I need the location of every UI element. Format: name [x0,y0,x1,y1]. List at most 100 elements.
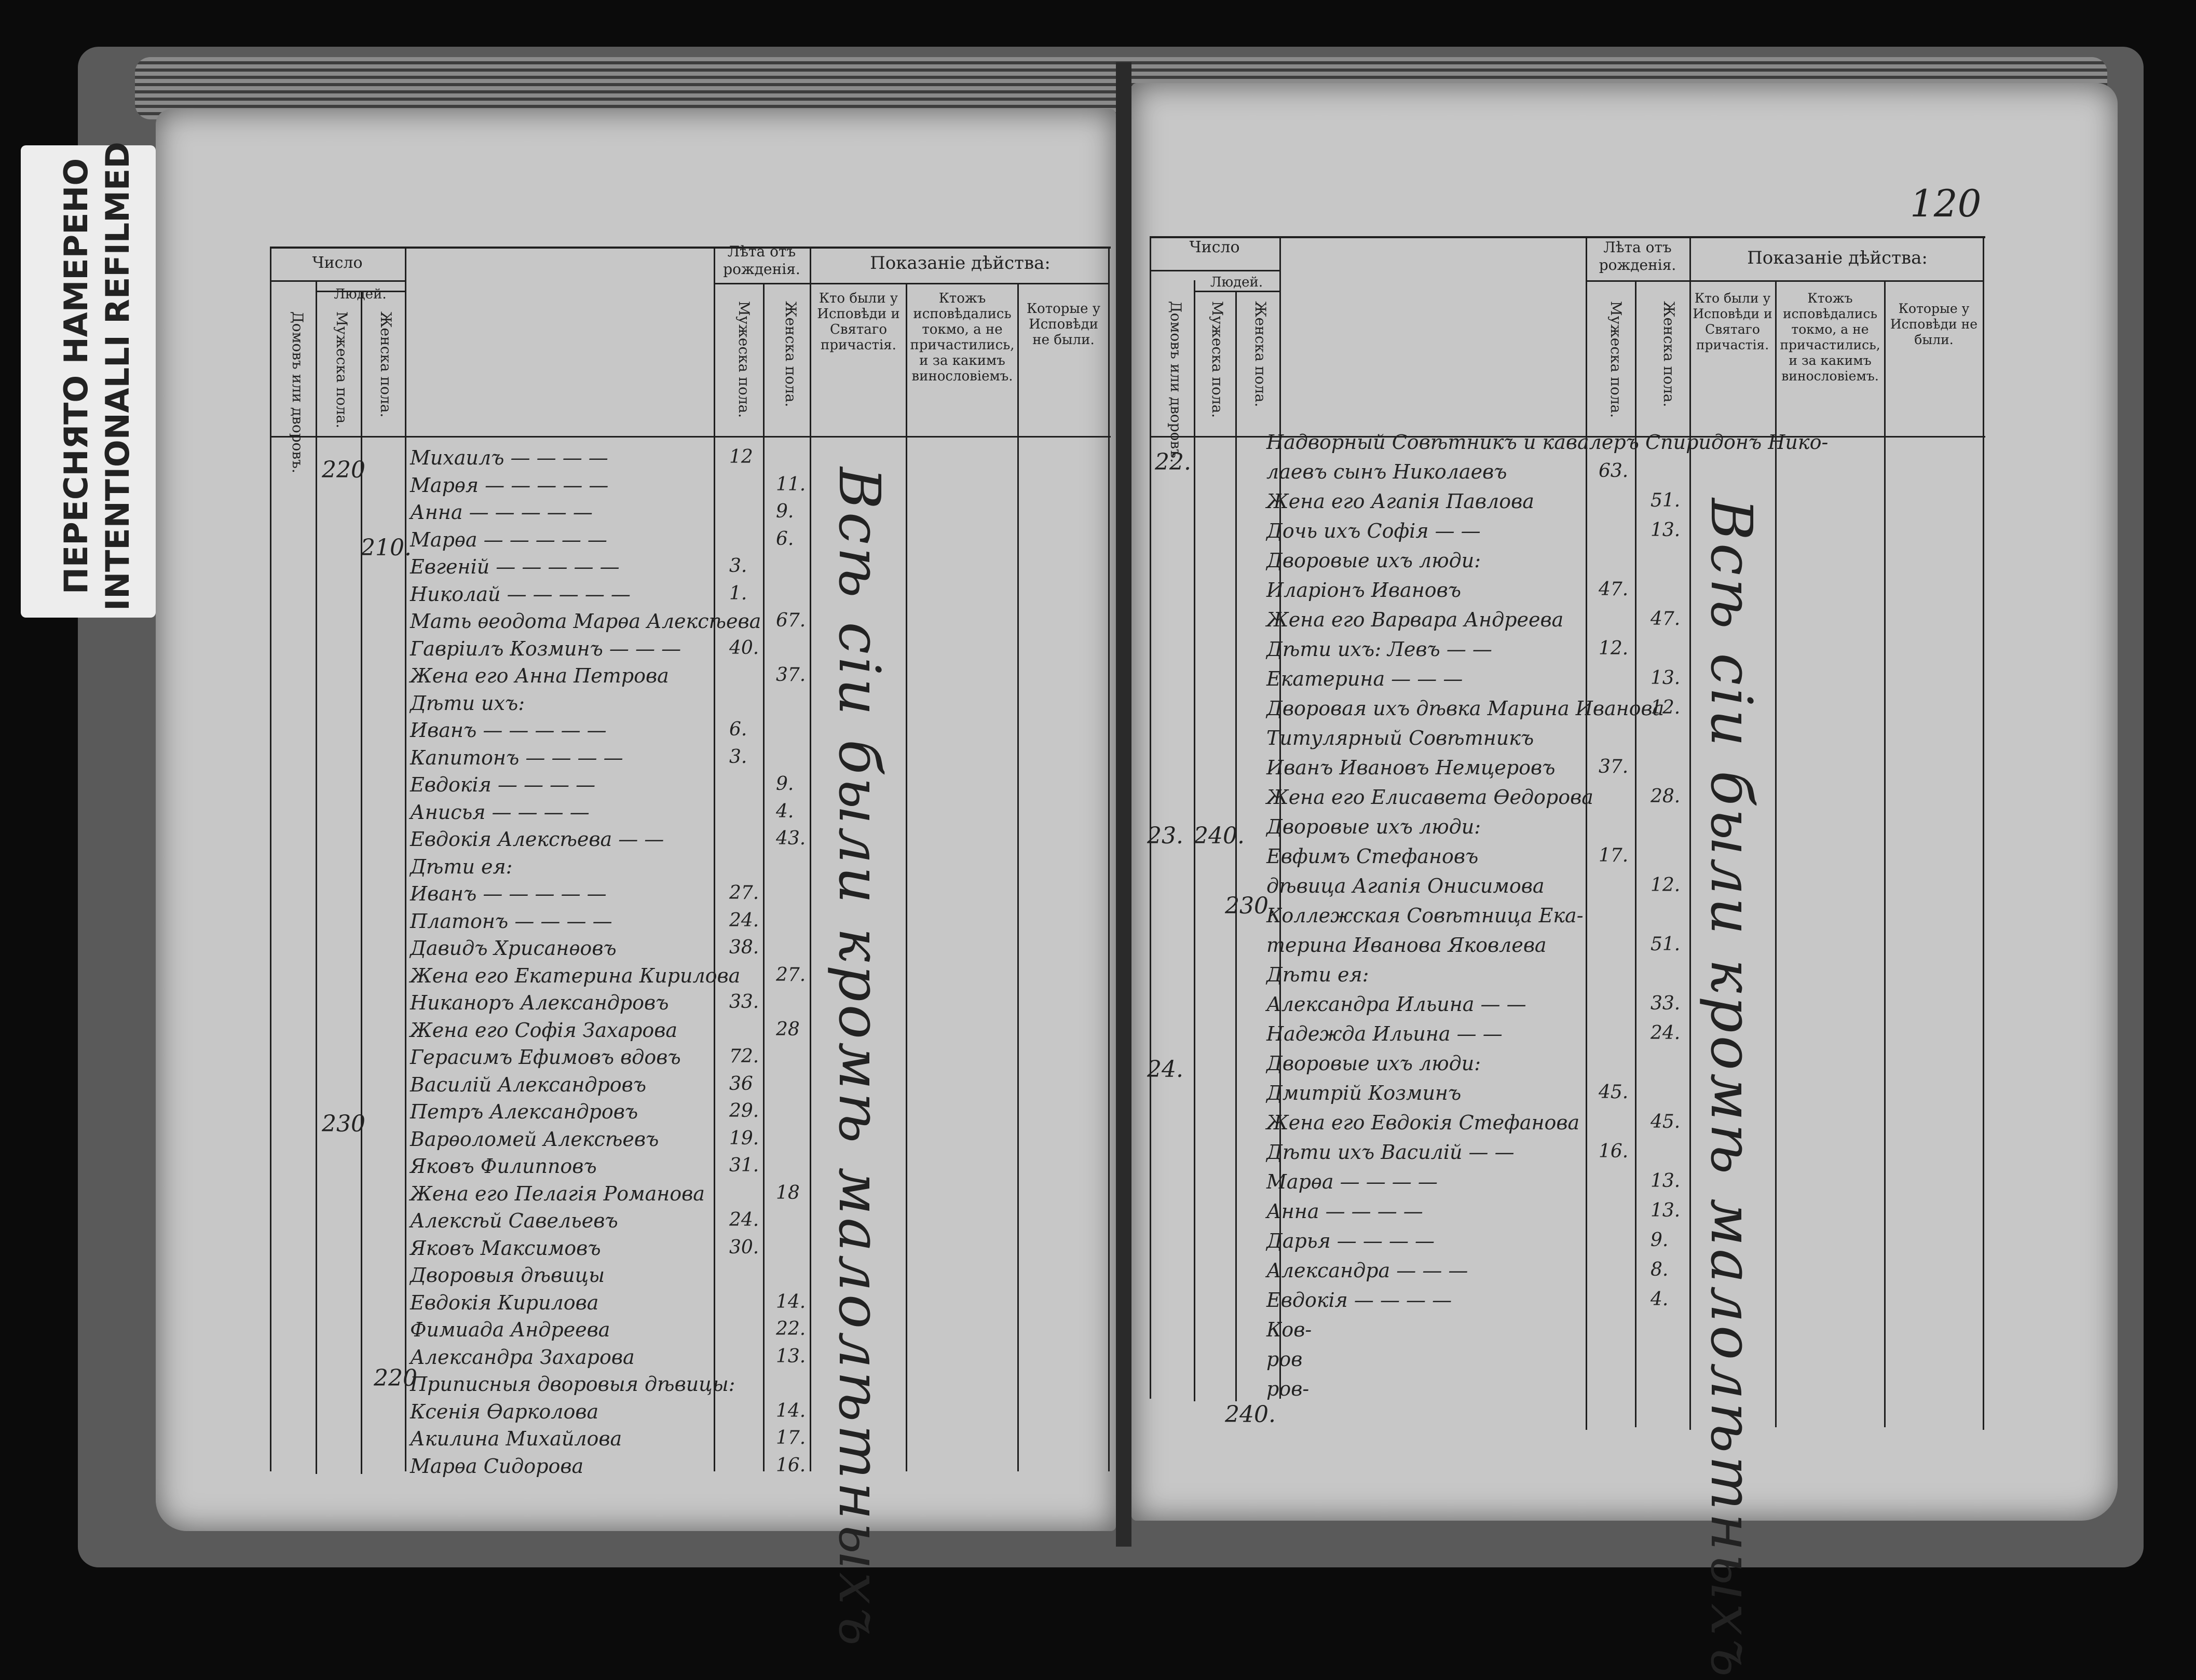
entry-name: Жена его Агапія Павлова [1266,490,1534,513]
entry-name: Надворный Совѣтникъ и кавалеръ Спиридонъ… [1266,431,1829,454]
entry-age-female: 51. [1651,934,1681,955]
entry-name: Анна — — — — — [410,501,593,524]
entry-name: Жена его Софія Захарова [410,1018,678,1042]
entry-name: Евфимъ Стефановъ [1266,845,1479,868]
header-chislo: Число [1189,238,1240,256]
entry-age-female: 13. [776,1345,806,1367]
entry-age-female: 37. [776,664,806,686]
entry-age-male: 63. [1599,460,1629,482]
frame-line [1150,236,1151,1399]
entry-name: Герасимъ Ефимовъ вдовъ [410,1046,681,1069]
frame-line [714,283,810,284]
entry-age-male: 1. [729,582,747,604]
entry-age-male: 31. [729,1155,759,1176]
entry-name: Дворовыя дѣвицы [410,1264,605,1287]
entry-age-male: 40. [729,637,759,659]
frame-line [810,247,811,1471]
frame-line [714,247,715,1471]
entry-age-male: 45. [1599,1082,1629,1103]
entry-name: Дѣти ихъ Василій — — [1266,1141,1515,1164]
entry-name: Василій Александровъ [410,1073,647,1096]
book-gutter [1116,62,1131,1547]
frame-line [270,247,271,1471]
frame-line [1983,236,1984,1430]
frame-line [1279,236,1281,1399]
entry-name: Евдокія Алексѣева — — [410,828,664,851]
entry-name: лаевъ сынъ Николаевъ [1266,460,1507,483]
entry-name: Жена его Анна Петрова [410,664,669,687]
house-number-mark: 240. [1194,823,1245,849]
header-male-age: Мужеска пола. [735,301,753,418]
entry-age-male: 17. [1599,845,1629,866]
header-leta: Лѣта отъ рожденія. [723,243,800,278]
frame-line [1586,236,1587,1430]
entry-name: Петръ Александровъ [410,1100,638,1123]
entry-name: Жена его Евдокія Стефанова [1266,1111,1580,1134]
frame-line [1194,291,1279,292]
entry-age-male: 33. [729,991,759,1013]
house-number-mark: 220 [322,457,365,483]
refilmed-stamp: ПЕРЕСНЯТО НАМЕРЕНО INTENTIONALLI REFILME… [21,142,156,618]
entry-age-female: 8. [1651,1259,1669,1280]
frame-line [270,280,405,282]
frame-line [1108,247,1110,1471]
entry-age-female: 4. [776,800,794,822]
house-number-mark: 23. [1147,823,1183,849]
entry-name: Мать ѳеодота Марѳа Алексѣева [410,610,761,633]
entry-age-male: 29. [729,1100,759,1122]
entry-age-male: 30. [729,1236,759,1258]
entry-name: Дворовые ихъ люди: [1266,549,1481,572]
house-number-mark: 24. [1147,1056,1183,1083]
entry-name: Титулярный Совѣтникъ [1266,727,1534,749]
entry-name: Приписныя дворовыя дѣвицы: [410,1373,735,1396]
right-vertical-note: Всѣ сіи были кромѣ малолѣтныхъ [1698,498,1765,1680]
entry-age-female: 13. [1651,1170,1681,1192]
entry-name: Александра Ильина — — [1266,993,1526,1016]
entry-name: Коллежская Совѣтница Ека- [1266,904,1584,927]
frame-line [810,283,1108,284]
entry-age-female: 12. [1651,697,1681,718]
entry-age-female: 13. [1651,667,1681,689]
entry-name: Евдокія — — — — [1266,1289,1452,1312]
header-pokazanie: Показаніе дѣйства: [870,253,1051,274]
entry-age-female: 51. [1651,490,1681,511]
entry-age-male: 36 [729,1073,753,1095]
header-female-age: Женска пола. [1660,301,1677,407]
frame-line [1194,280,1195,1401]
entry-age-female: 22. [776,1318,806,1340]
entry-age-female: 24. [1651,1022,1681,1044]
entry-age-female: 9. [1651,1230,1669,1251]
entry-age-female: 47. [1651,608,1681,630]
frame-line [361,291,362,1474]
entry-name: Яковъ Максимовъ [410,1236,601,1260]
entry-age-female: 18 [776,1182,800,1204]
frame-line [1150,270,1279,271]
entry-name: Дмитрій Козминъ [1266,1082,1462,1104]
frame-line [316,280,317,1474]
house-number-mark: 210. [361,535,412,561]
entry-name: Марѳа — — — — — [410,528,607,551]
entry-age-female: 11. [776,473,806,495]
entry-name: ров [1266,1348,1303,1371]
entry-age-female: 17. [776,1427,806,1449]
entry-age-male: 38. [729,937,759,958]
entry-age-female: 28 [776,1018,800,1040]
entry-name: Надежда Ильина — — [1266,1022,1503,1045]
entry-name: Акилина Михайлова [410,1427,622,1450]
frame-line [1635,280,1636,1427]
entry-name: Иванъ Ивановъ Немцеровъ [1266,756,1556,779]
entry-age-male: 6. [729,719,747,740]
house-number-mark: 240. [1225,1401,1276,1428]
frame-line [405,247,406,1471]
entry-name: Капитонъ — — — — [410,746,623,769]
header-domov: Домовъ или дворовъ. [289,311,306,473]
entry-name: Ков- [1266,1318,1312,1341]
header-confessed-only: Ктожъ исповѣдались токмо, а не причастил… [910,291,1015,384]
entry-name: Дѣти ея: [410,855,513,878]
entry-age-female: 12. [1651,875,1681,896]
header-domov: Домовъ или дворовъ. [1167,301,1184,463]
entry-age-male: 24. [729,1209,759,1231]
header-male: Мужеска пола. [1209,301,1226,418]
entry-age-female: 9. [776,501,794,522]
entry-age-female: 43. [776,828,806,849]
